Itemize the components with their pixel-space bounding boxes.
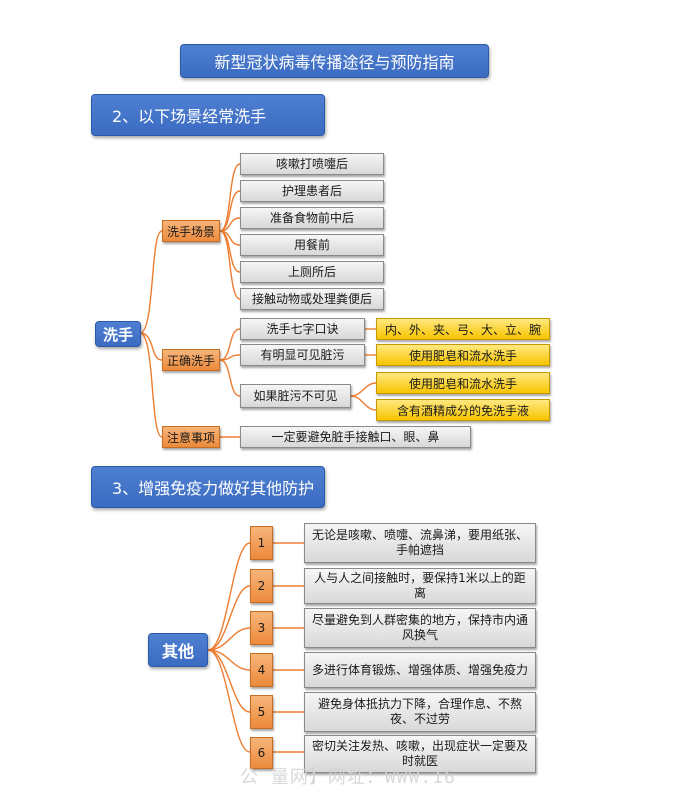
branch-precautions: 注意事项: [162, 426, 220, 448]
precaution-item: 一定要避免脏手接触口、眼、鼻: [240, 426, 471, 448]
protection-item: 避免身体抵抗力下降，合理作息、不熬夜、不过劳: [304, 692, 536, 732]
protection-item: 人与人之间接触时，要保持1米以上的距离: [304, 568, 536, 604]
scenario-item: 用餐前: [240, 234, 384, 256]
method-detail: 内、外、夹、弓、大、立、腕: [376, 318, 550, 340]
method-item: 如果脏污不可见: [240, 384, 351, 408]
item-number: 6: [250, 737, 273, 769]
scenario-item: 接触动物或处理粪便后: [240, 288, 384, 310]
item-number: 3: [250, 611, 273, 645]
method-detail: 使用肥皂和流水洗手: [376, 344, 550, 366]
protection-item: 尽量避免到人群密集的地方，保持市内通风换气: [304, 608, 536, 648]
scenario-item: 咳嗽打喷嚏后: [240, 153, 384, 175]
scenario-item: 准备食物前中后: [240, 207, 384, 229]
section-2-heading: 2、以下场景经常洗手: [91, 94, 325, 136]
watermark-text: 公 量网】网址：WWW.16: [240, 767, 456, 788]
handwash-root-node: 洗手: [95, 321, 141, 347]
method-item: 洗手七字口诀: [240, 318, 365, 340]
section-3-heading: 3、增强免疫力做好其他防护: [91, 466, 325, 508]
item-number: 4: [250, 653, 273, 687]
scenario-item: 护理患者后: [240, 180, 384, 202]
other-root-node: 其他: [148, 633, 208, 667]
method-item: 有明显可见脏污: [240, 344, 365, 366]
item-number: 1: [250, 526, 273, 560]
method-detail: 含有酒精成分的免洗手液: [376, 399, 550, 421]
method-detail: 使用肥皂和流水洗手: [376, 372, 550, 394]
branch-correct-handwashing: 正确洗手: [162, 349, 220, 371]
item-number: 5: [250, 695, 273, 729]
protection-item: 多进行体育锻炼、增强体质、增强免疫力: [304, 652, 536, 688]
page-title: 新型冠状病毒传播途径与预防指南: [180, 44, 489, 78]
scenario-item: 上厕所后: [240, 261, 384, 283]
item-number: 2: [250, 569, 273, 603]
branch-handwash-scenarios: 洗手场景: [162, 220, 220, 242]
protection-item: 无论是咳嗽、喷嚏、流鼻涕，要用纸张、手帕遮挡: [304, 523, 536, 563]
protection-item: 密切关注发热、咳嗽，出现症状一定要及时就医: [304, 735, 536, 773]
